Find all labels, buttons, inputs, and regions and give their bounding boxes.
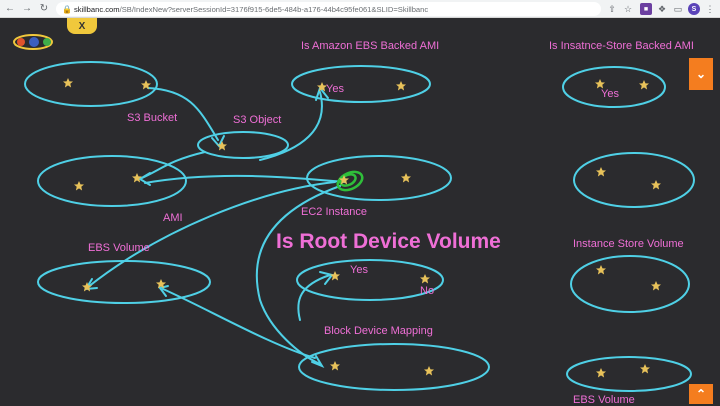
label-ebs-volume-bottom: EBS Volume: [573, 394, 635, 406]
instance-store-volume-ellipse: [570, 255, 690, 313]
connector-arrows: [84, 85, 346, 369]
label-ec2-instance: EC2 Instance: [301, 206, 368, 218]
ec2-instance-ellipse: [306, 155, 452, 201]
url-text: skillbanc.com/SB/IndexNew?serverSessionI…: [74, 5, 428, 14]
share-icon[interactable]: ⇧: [608, 3, 616, 14]
scroll-down-button[interactable]: ⌄: [689, 58, 713, 90]
diagram-drawing: [13, 34, 695, 392]
chevron-double-down-icon: ⌄: [695, 67, 707, 81]
kebab-menu-icon[interactable]: ⋮: [705, 3, 715, 14]
headline-root-device-volume: Is Root Device Volume: [276, 230, 501, 253]
label-yes-root: Yes: [350, 264, 368, 276]
address-bar[interactable]: 🔒 skillbanc.com/SB/IndexNew?serverSessio…: [56, 2, 601, 16]
url-path: /SB/IndexNew?serverSessionId=3176f915-6d…: [119, 4, 429, 14]
label-ebs-backed-ami: Is Amazon EBS Backed AMI: [301, 40, 440, 52]
instance-store-ellipse: [573, 152, 695, 208]
puzzle-icon[interactable]: ❖: [657, 3, 667, 14]
panel-icon[interactable]: ▭: [673, 3, 683, 14]
ebs-backed-ellipse: [291, 65, 431, 103]
url-host: skillbanc.com: [74, 4, 120, 14]
extension-icon[interactable]: ■: [640, 3, 652, 15]
ebs-volume-ellipse: [37, 260, 211, 304]
lock-icon: 🔒: [62, 5, 72, 14]
reload-icon[interactable]: ↻: [39, 3, 49, 14]
chevron-double-up-icon: ⌃: [695, 387, 707, 401]
ebs-volume-bottom-ellipse: [566, 356, 692, 392]
label-instance-store-volume: Instance Store Volume: [573, 238, 684, 250]
forward-arrow-icon[interactable]: →: [22, 3, 32, 14]
ec2-highlight-scribble: [336, 170, 364, 192]
s3-object-ellipse: [197, 131, 289, 159]
back-arrow-icon[interactable]: ←: [5, 3, 15, 14]
block-device-mapping-ellipse: [298, 343, 490, 391]
label-ebs-volume: EBS Volume: [88, 242, 150, 254]
close-button[interactable]: X: [67, 18, 97, 34]
s3-bucket-ellipse: [24, 61, 158, 107]
label-ami: AMI: [163, 212, 183, 224]
label-s3-object: S3 Object: [233, 114, 282, 126]
browser-toolbar: ← → ↻ ⌂ 🔒 skillbanc.com/SB/IndexNew?serv…: [0, 0, 720, 18]
label-yes-ebs-backed: Yes: [326, 83, 344, 95]
label-block-device-mapping: Block Device Mapping: [324, 325, 433, 337]
whiteboard-canvas[interactable]: Is Amazon EBS Backed AMI Is Insatnce-Sto…: [0, 18, 720, 406]
app-logo: [13, 34, 53, 50]
label-no-root: No: [420, 285, 435, 297]
root-volume-ellipse: [296, 259, 444, 301]
ami-ellipse: [37, 155, 187, 207]
label-yes-instance-store-backed: Yes: [601, 88, 619, 100]
label-instance-store-backed-ami: Is Insatnce-Store Backed AMI: [549, 40, 694, 52]
avatar[interactable]: S: [688, 3, 700, 15]
scroll-up-button[interactable]: ⌃: [689, 384, 713, 404]
label-s3-bucket: S3 Bucket: [127, 112, 178, 124]
instance-store-backed-ellipse: [562, 66, 666, 108]
star-bookmark-icon[interactable]: ☆: [623, 3, 633, 14]
